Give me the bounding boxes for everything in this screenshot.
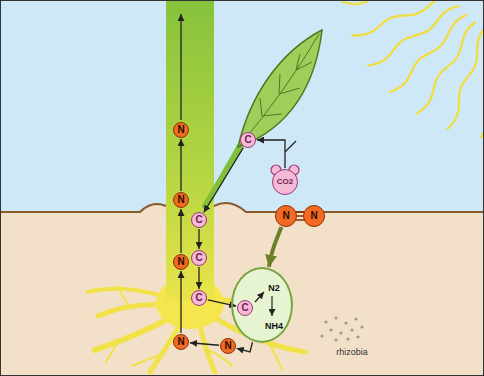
flow-arrow [190,343,219,345]
element-symbol: N [177,337,184,347]
sun-ray [447,27,484,130]
leaf-veins [240,34,319,145]
flow-arrow [257,140,285,168]
nitrogen-token: N [173,122,189,138]
carbon-token: C [237,300,253,316]
nitrogen-token: N [173,334,189,350]
flow-arrow [198,267,199,289]
organism-label: rhizobia [336,348,368,357]
nitrogen-token: N [220,338,236,354]
element-symbol: C [195,253,202,263]
element-symbol: C [244,135,251,145]
roots [88,286,305,372]
sun-ray [416,22,476,114]
nitrogen-token: N [275,205,297,227]
chemical-formula: N2 [268,284,280,293]
element-symbol: N [224,341,231,351]
element-symbol: N [177,125,184,135]
nodule-fill [231,267,293,343]
element-symbol: C [195,215,202,225]
sun-rays [342,0,484,138]
sun-ray [351,0,454,35]
sun-ray [389,15,467,93]
carbon-token: C [240,132,256,148]
soil [0,203,484,376]
co2-molecule: CO2 [272,169,298,195]
flow-arrow [198,229,199,249]
petiole [205,146,240,206]
soil-surface [0,203,484,212]
element-symbol: N [177,195,184,205]
element-symbol: C [195,293,202,303]
flow-arrow [204,148,244,213]
upward-flow-arrow [180,14,181,120]
element-symbol: N [282,211,289,221]
carbon-token: C [191,250,207,266]
element-symbol: N [310,211,317,221]
fixation-arrow [271,296,272,316]
carbon-token: C [191,290,207,306]
flow-arrow [237,342,253,352]
leaf [238,30,322,147]
flow-arrow [180,139,181,191]
flow-arrow [180,271,181,333]
sky [0,0,484,214]
element-symbol: CO2 [277,178,293,186]
nitrogen-fixation-arrow [269,227,282,267]
nitrogen-token: N [173,192,189,208]
rhizobia-dots [320,316,363,341]
element-symbol: N [177,257,184,267]
nitrogen-token: N [303,205,325,227]
uptake-branch [285,141,296,152]
flow-arrow [180,209,181,253]
carbon-token: C [191,212,207,228]
fixation-arrow [255,292,264,302]
nitrogen-token: N [173,254,189,270]
stem [166,0,214,300]
element-symbol: C [241,303,248,313]
chemical-formula: NH4 [265,322,283,331]
root-nodule: N2NH4 C [231,267,293,343]
